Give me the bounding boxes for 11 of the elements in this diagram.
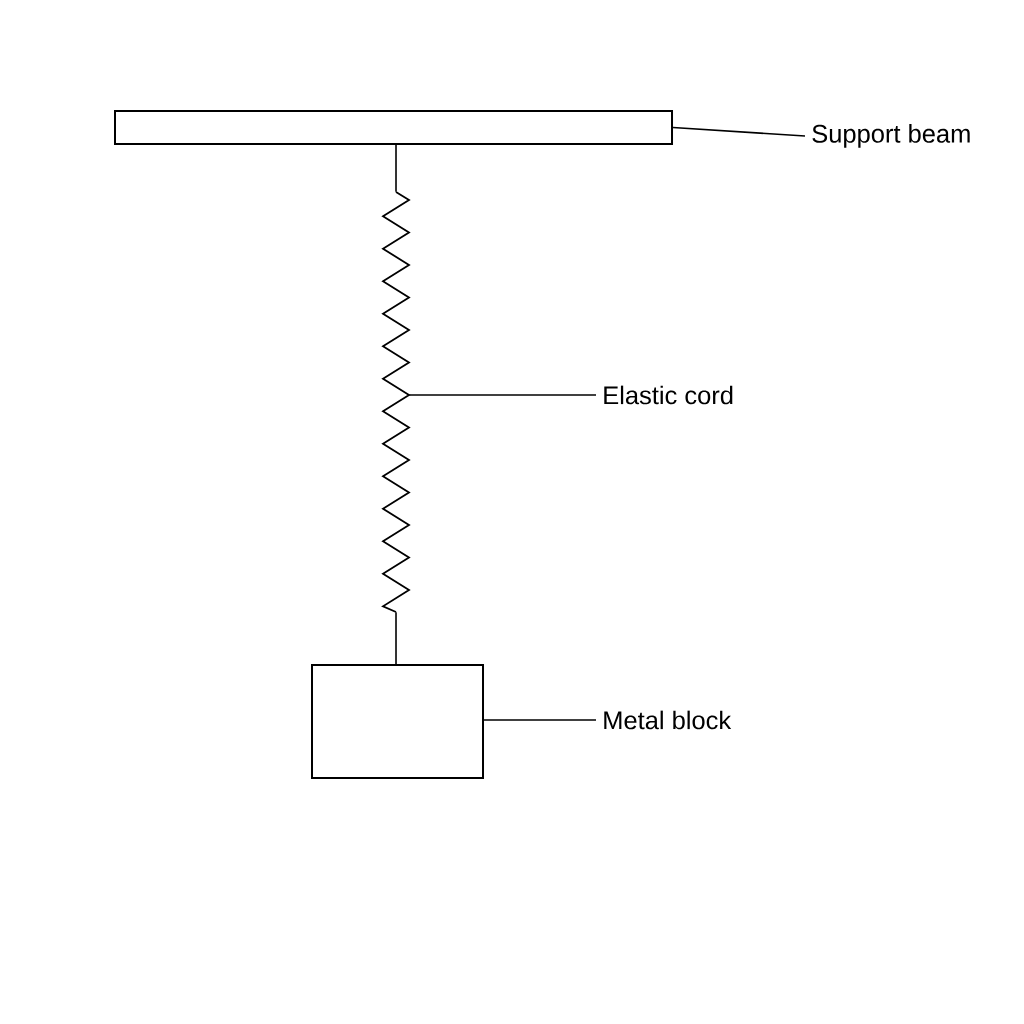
hanging-line (395, 611, 397, 665)
leader-line (672, 126, 806, 137)
leader-line (483, 719, 597, 721)
part-label: Elastic cord (604, 385, 733, 405)
leader-line (408, 394, 597, 396)
block (311, 664, 484, 779)
spring (381, 191, 411, 613)
part-label: Metal block (604, 710, 732, 730)
beam (114, 110, 673, 145)
hanging-line (395, 144, 397, 193)
part-label: Support beam (812, 124, 970, 148)
